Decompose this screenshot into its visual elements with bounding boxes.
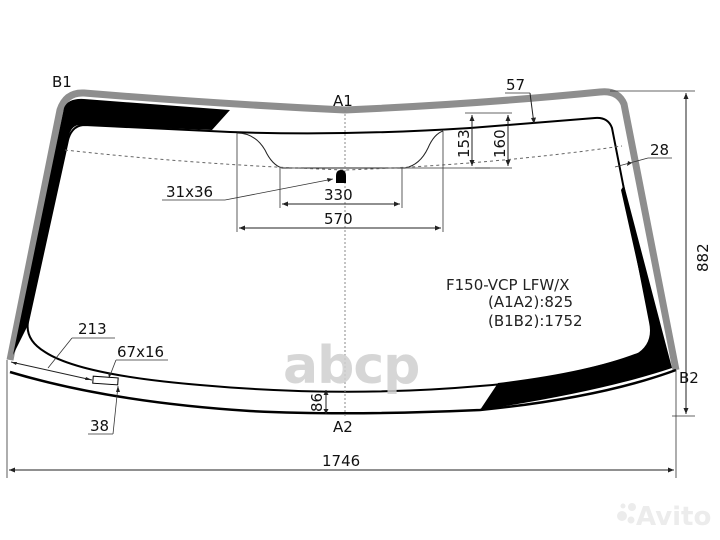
dim-160: 160	[491, 129, 509, 158]
avito-watermark: Avito	[636, 502, 711, 532]
dim-38: 38	[90, 417, 109, 435]
dim-213: 213	[78, 320, 107, 338]
dim-67x16: 67x16	[117, 343, 164, 361]
dim-330: 330	[324, 186, 353, 204]
glass-bottom-edge	[9, 368, 677, 415]
part-code: F150-VCP LFW/X	[446, 276, 570, 294]
a1a2-length: (A1A2):825	[488, 293, 573, 311]
frit-right	[480, 185, 672, 410]
point-a2: A2	[333, 418, 353, 436]
frit-left	[13, 98, 230, 355]
dim-1746: 1746	[322, 452, 360, 470]
dim-57: 57	[506, 76, 525, 94]
dim-28: 28	[650, 141, 669, 159]
point-b2: B2	[679, 369, 699, 387]
dim-570: 570	[324, 210, 353, 228]
dim-86: 86	[308, 393, 326, 412]
vin-window	[92, 375, 119, 386]
abcp-watermark: abcp	[283, 336, 419, 396]
sensor-area-outline	[236, 130, 444, 169]
dim-882: 882	[694, 243, 712, 272]
dim-153: 153	[455, 129, 473, 158]
point-a1: A1	[333, 92, 353, 110]
glass-outer-edge	[6, 88, 680, 371]
wiper-dash-line	[64, 145, 623, 171]
point-b1: B1	[52, 73, 72, 91]
glass-inner-outline	[26, 116, 652, 393]
b1b2-length: (B1B2):1752	[488, 312, 583, 330]
dim-mirror-mount: 31x36	[166, 183, 213, 201]
avito-logo: Avito	[617, 502, 711, 532]
mirror-mount-icon	[336, 170, 346, 183]
